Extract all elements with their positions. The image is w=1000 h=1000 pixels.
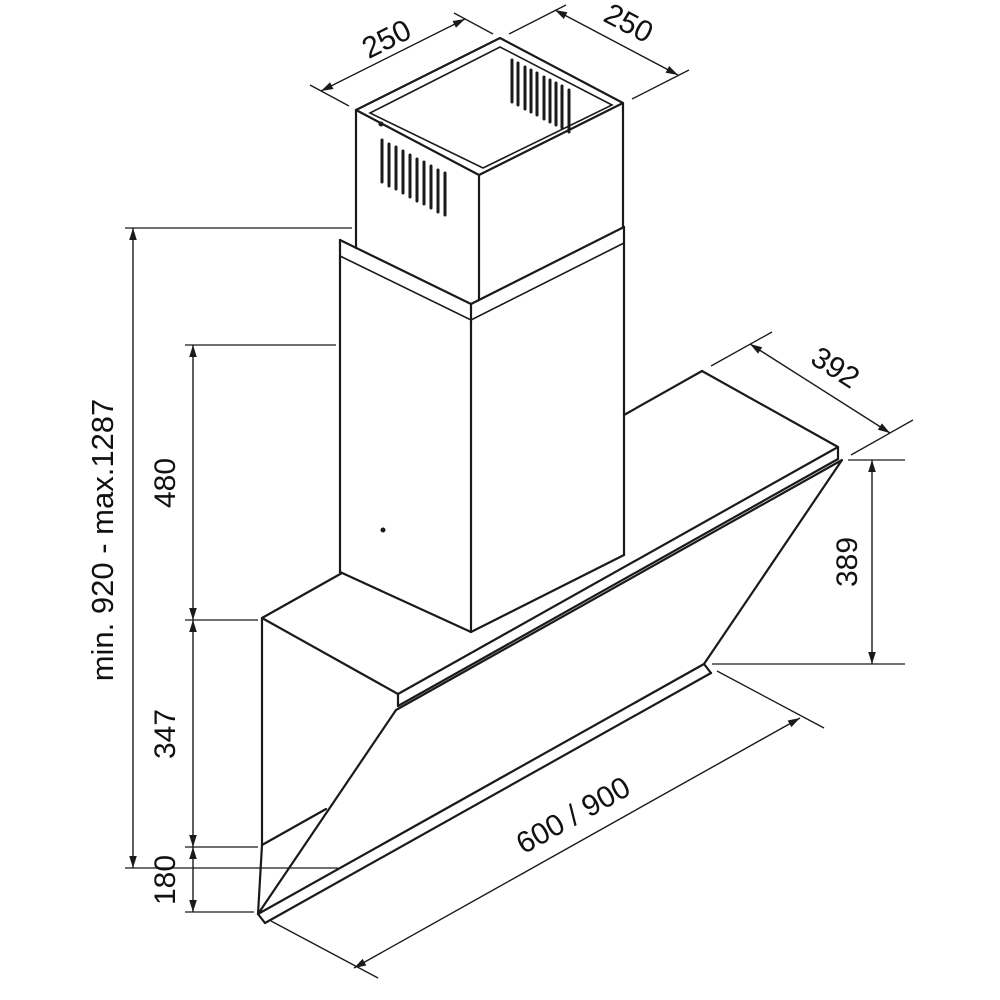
dim-hood-width: 600 / 900 bbox=[270, 670, 825, 979]
louvre-group-right bbox=[510, 58, 571, 134]
dim-chimney-lower-height: 480 bbox=[149, 344, 336, 621]
body-bottom-left-edge bbox=[256, 843, 264, 916]
dim-label-width-options: 600 / 900 bbox=[511, 771, 636, 861]
glass-bottom-thickness-edge bbox=[263, 671, 713, 925]
dim-label-height-range: min. 920 - max.1287 bbox=[85, 399, 120, 682]
lower-bottom-edge bbox=[338, 553, 626, 634]
glass-thickness-left bbox=[256, 912, 267, 925]
dim-label-front-glass-height: 389 bbox=[831, 537, 864, 587]
screw-mark-upper bbox=[378, 121, 384, 127]
dim-label-chimney-lower-height: 480 bbox=[149, 458, 182, 508]
top-plate-outline bbox=[260, 369, 840, 696]
dim-label-top-depth: 392 bbox=[805, 341, 865, 396]
dim-body-back-height: 347 bbox=[149, 620, 258, 848]
upper-top-inner-rim bbox=[368, 46, 614, 169]
body-bottom-back-edge bbox=[260, 807, 328, 847]
screw-mark-lower bbox=[380, 527, 386, 533]
dim-label-chimney-width: 250 bbox=[357, 14, 417, 66]
dim-overall-height: min. 920 - max.1287 bbox=[85, 227, 352, 869]
dim-label-body-back-height: 347 bbox=[149, 709, 182, 759]
glass-thickness-right bbox=[702, 662, 713, 675]
dim-label-bottom-offset: 180 bbox=[149, 855, 182, 905]
plate-back-edge-left bbox=[260, 571, 344, 620]
dim-chimney-width: 250 bbox=[309, 12, 494, 107]
dim-bottom-offset: 180 bbox=[149, 847, 254, 913]
louvre-group-left bbox=[380, 138, 447, 217]
chimney-lower-section bbox=[338, 225, 626, 634]
collar-seam bbox=[339, 242, 625, 321]
collar-top-edge bbox=[338, 225, 626, 306]
chimney-upper-section bbox=[354, 36, 625, 302]
plate-back-edge-right bbox=[622, 369, 704, 417]
plate-front-bottom-edge bbox=[396, 457, 840, 708]
dim-front-glass-height: 389 bbox=[712, 459, 905, 665]
dim-label-chimney-depth: 250 bbox=[599, 0, 659, 50]
